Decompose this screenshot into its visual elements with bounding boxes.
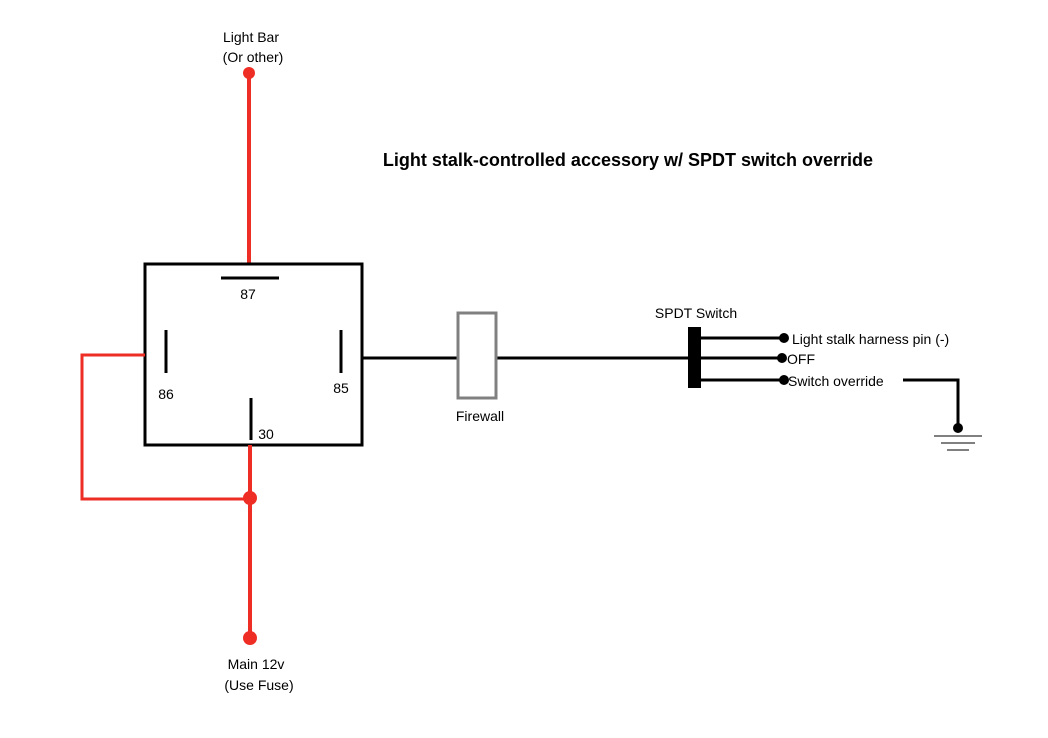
relay-pin-30-label: 30 xyxy=(258,426,274,442)
ground-icon xyxy=(934,435,982,451)
main-power-terminal-dot xyxy=(243,631,257,645)
relay-pin-87-label: 87 xyxy=(240,286,256,302)
light-bar-sublabel: (Or other) xyxy=(223,49,284,65)
relay-pin-85-label: 85 xyxy=(333,380,349,396)
relay-pin-86-label: 86 xyxy=(158,386,174,402)
main-power-sublabel: (Use Fuse) xyxy=(224,677,293,693)
firewall-label: Firewall xyxy=(456,408,504,424)
junction-dot xyxy=(243,491,257,505)
switch-terminal-1-dot xyxy=(779,333,789,343)
switch-terminal-3-dot xyxy=(779,375,789,385)
wire-override-to-ground xyxy=(903,378,960,428)
switch-title: SPDT Switch xyxy=(655,305,737,321)
diagram-title: Light stalk-controlled accessory w/ SPDT… xyxy=(383,150,873,170)
switch-position-off: OFF xyxy=(787,351,815,367)
switch-position-override: Switch override xyxy=(788,373,884,389)
main-power-label: Main 12v xyxy=(228,656,285,672)
switch-position-light-stalk: Light stalk harness pin (-) xyxy=(792,331,949,347)
switch-body xyxy=(688,327,701,388)
light-bar-terminal-dot xyxy=(243,67,255,79)
wire-86-to-junction xyxy=(80,353,249,501)
firewall-grommet xyxy=(456,311,498,400)
switch-terminal-2-dot xyxy=(777,353,787,363)
ground-terminal-dot xyxy=(953,423,963,433)
light-bar-label: Light Bar xyxy=(223,29,279,45)
